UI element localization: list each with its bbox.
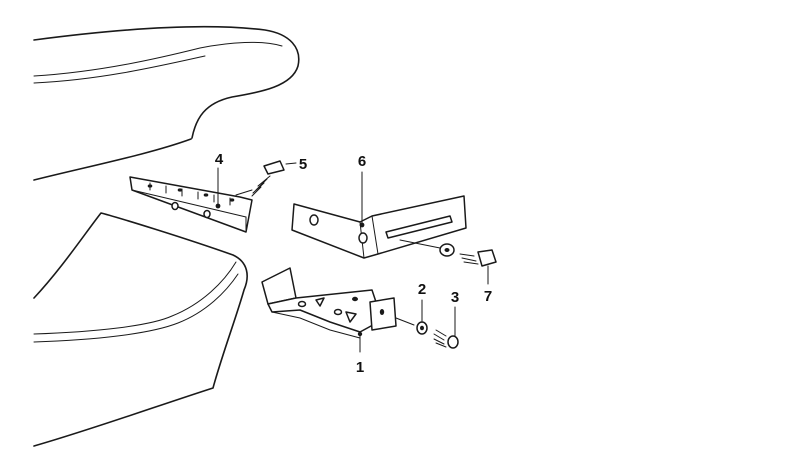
upper-seat-cushion <box>33 25 300 181</box>
callout-6: 6 <box>358 153 366 170</box>
callout-7: 7 <box>484 288 492 305</box>
callout-2: 2 <box>418 281 426 298</box>
slotted-bracket-part-6 <box>291 171 467 259</box>
hinge-plate-part-4 <box>129 167 253 233</box>
callout-4: 4 <box>215 151 224 168</box>
support-bracket-part-1 <box>261 267 415 353</box>
screw-part-3 <box>433 306 459 349</box>
washer-and-screw-part-7 <box>439 243 497 285</box>
washer-part-2 <box>416 299 428 335</box>
callout-1: 1 <box>356 359 364 376</box>
callout-3: 3 <box>451 289 459 306</box>
screw-part-5 <box>235 160 297 197</box>
lower-seat-cushion <box>33 212 248 447</box>
callout-5: 5 <box>299 156 307 173</box>
